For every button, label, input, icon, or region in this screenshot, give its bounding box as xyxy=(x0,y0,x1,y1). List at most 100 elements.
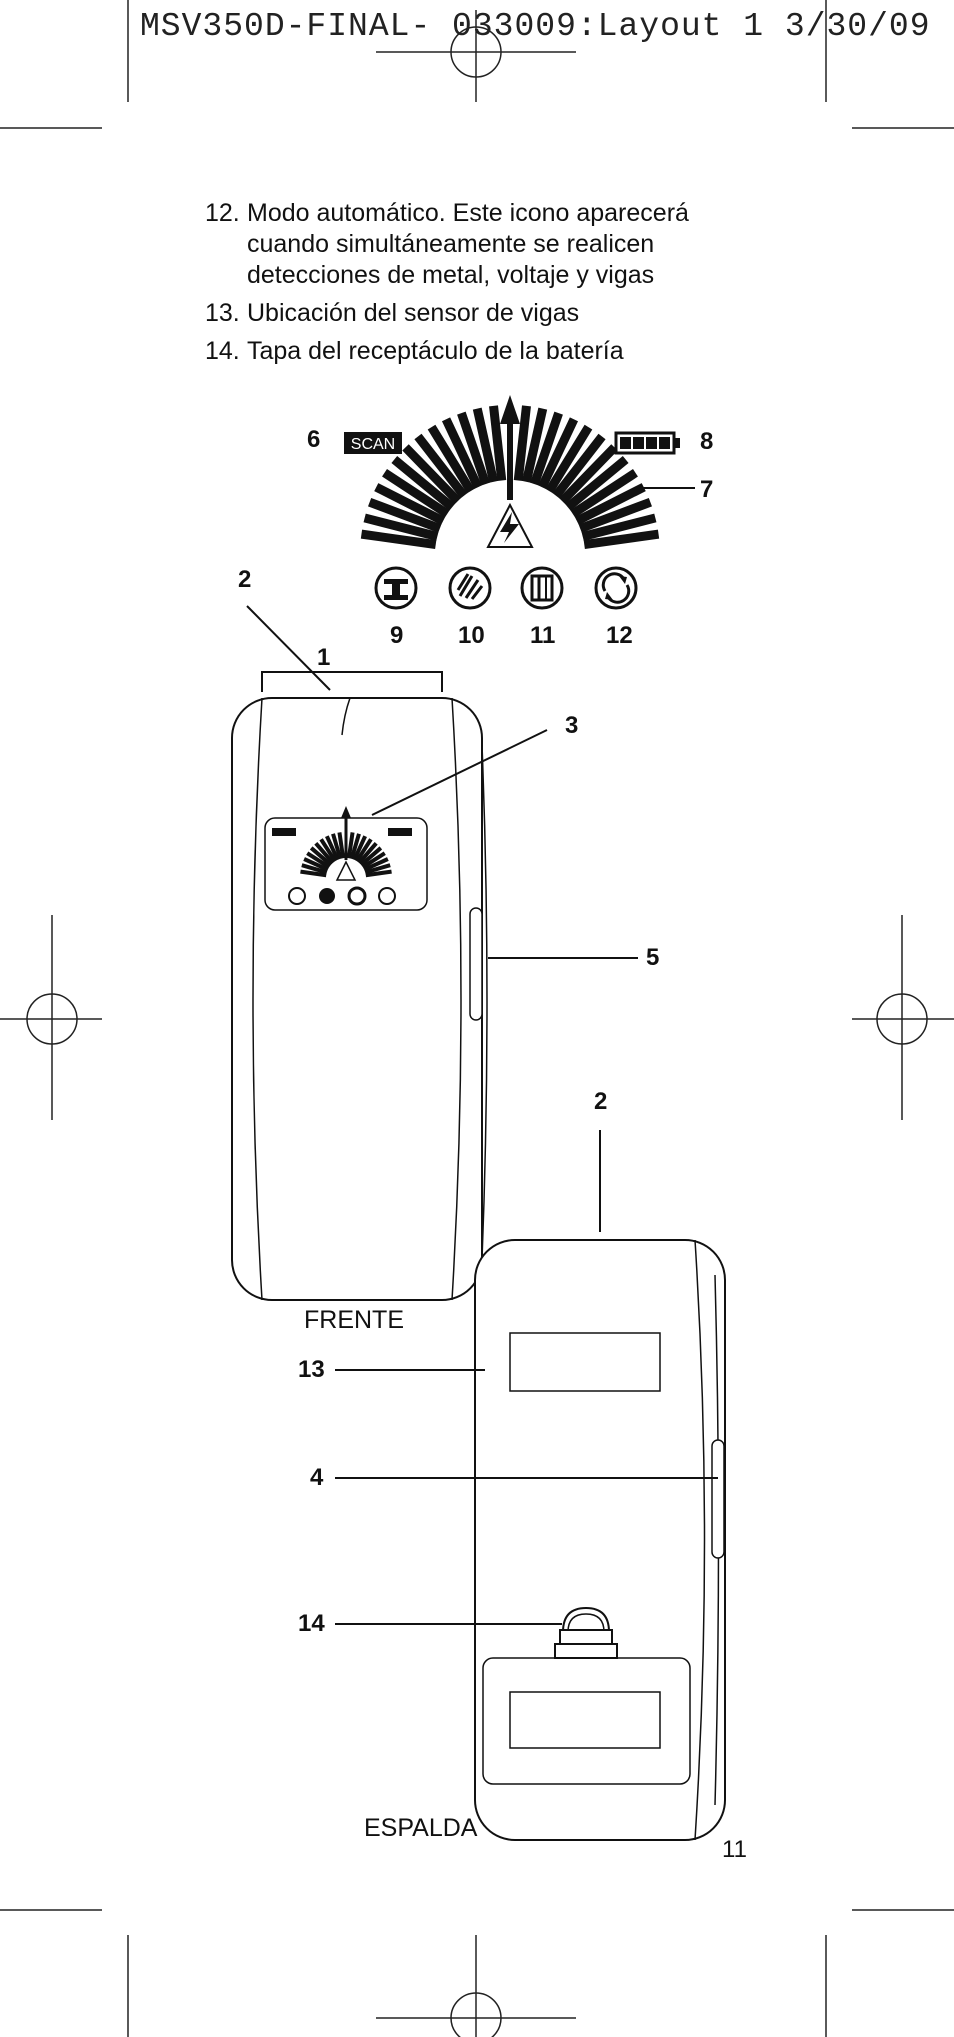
arc-segment xyxy=(578,497,652,533)
arc-segment xyxy=(361,851,386,869)
arc-segment xyxy=(537,417,579,490)
arc-segment xyxy=(570,469,638,518)
arc-segment xyxy=(441,417,483,490)
deep-scan-mode-icon xyxy=(520,566,564,610)
front-body-outline xyxy=(231,697,483,1301)
legend-item-12: 12. Modo automático. Este icono aparecer… xyxy=(205,198,725,291)
callout-line-3 xyxy=(371,729,548,816)
legend-item-14: 14. Tapa del receptáculo de la batería xyxy=(205,336,725,367)
arc-segment xyxy=(325,835,340,861)
arc-segment xyxy=(391,456,456,511)
arc-segment xyxy=(346,832,355,859)
legend-item-text: Tapa del receptáculo de la batería xyxy=(247,337,624,365)
arc-segment xyxy=(331,833,343,860)
callout-5: 5 xyxy=(646,944,660,971)
legend-item-13: 13. Ubicación del sensor de vigas xyxy=(205,298,725,329)
arc-segment xyxy=(355,838,373,863)
arc-segment xyxy=(427,424,475,494)
callout-4: 4 xyxy=(310,1464,324,1491)
stud-mode-icon xyxy=(374,566,418,610)
arc-segment xyxy=(303,857,329,872)
callout-13: 13 xyxy=(298,1356,325,1383)
callout-14: 14 xyxy=(298,1610,325,1637)
arc-segment xyxy=(552,433,606,499)
scan-indicator-box xyxy=(344,432,402,454)
front-side-button xyxy=(469,907,483,1021)
metal-mode-icon xyxy=(448,566,492,610)
arc-segment xyxy=(363,513,439,541)
front-caption: FRENTE xyxy=(304,1306,404,1334)
callout-11: 11 xyxy=(530,622,556,649)
callout-10: 10 xyxy=(458,622,485,649)
device-back-view xyxy=(335,1130,726,1841)
callout-8: 8 xyxy=(700,428,714,455)
arc-segment xyxy=(530,411,563,486)
arc-segment xyxy=(382,469,450,518)
arc-segment xyxy=(357,841,378,865)
arc-segment xyxy=(513,405,531,481)
callout-1: 1 xyxy=(317,644,331,671)
battery-cover-latch xyxy=(554,1606,618,1659)
arc-segment xyxy=(489,405,507,481)
arc-segment xyxy=(564,456,629,511)
back-caption: ESPALDA xyxy=(364,1814,478,1842)
callout-12: 12 xyxy=(606,622,633,649)
registration-mark-left xyxy=(0,915,102,1120)
legend-item-number: 12. xyxy=(205,199,240,227)
voltage-warning-icon xyxy=(486,502,534,548)
arc-segment xyxy=(309,846,333,867)
signal-arrow-head xyxy=(500,395,520,424)
arc-segment xyxy=(402,444,461,505)
callout-3: 3 xyxy=(565,712,579,739)
signal-strength-arc xyxy=(360,405,660,550)
back-side-button xyxy=(711,1439,725,1559)
arc-segment xyxy=(472,407,499,483)
arc-segment xyxy=(545,424,593,494)
callout-6: 6 xyxy=(307,426,321,453)
registration-mark-right xyxy=(852,915,954,1120)
arc-segment xyxy=(306,851,331,869)
legend-item-number: 14. xyxy=(205,337,240,365)
page-number: 11 xyxy=(722,1836,747,1863)
legend-item-text: Modo automático. Este icono aparecerá cu… xyxy=(247,199,689,289)
arc-segment xyxy=(559,444,618,505)
callout-9: 9 xyxy=(390,622,404,649)
battery-icon xyxy=(614,431,680,455)
legend-list: 12. Modo automático. Este icono aparecer… xyxy=(205,198,725,374)
arc-segment xyxy=(363,857,389,872)
arc-segment xyxy=(352,835,367,861)
callout-7: 7 xyxy=(700,476,714,503)
front-signal-arc xyxy=(300,832,392,878)
callout-bracket-1 xyxy=(261,671,443,692)
arc-segment xyxy=(360,529,437,550)
arc-segment xyxy=(359,846,383,867)
stud-sensor-window xyxy=(509,1332,661,1392)
arc-segment xyxy=(314,841,335,865)
scan-indicator-text: SCAN xyxy=(351,436,395,453)
legend-item-number: 13. xyxy=(205,299,240,327)
arc-segment xyxy=(414,433,468,499)
device-front-view xyxy=(231,605,638,1301)
arc-segment xyxy=(374,483,446,526)
arc-segment xyxy=(349,833,361,860)
arc-segment xyxy=(300,869,327,878)
arc-segment xyxy=(583,529,660,550)
arc-segment xyxy=(365,869,392,878)
callout-line-2-front xyxy=(246,605,331,691)
print-slug-header: MSV350D-FINAL- 033009:Layout 1 3/30/09 xyxy=(140,8,931,45)
callout-2-back: 2 xyxy=(594,1088,608,1115)
arc-segment xyxy=(337,832,346,859)
legend-item-text: Ubicación del sensor de vigas xyxy=(247,299,580,327)
arc-segment xyxy=(368,497,442,533)
arc-segment xyxy=(581,513,657,541)
arc-segment xyxy=(319,838,337,863)
arc-segment xyxy=(521,407,548,483)
auto-mode-icon xyxy=(594,566,638,610)
display-diagram: SCAN xyxy=(344,395,695,610)
registration-mark-top xyxy=(376,10,576,102)
registration-mark-bottom xyxy=(376,1935,576,2037)
arc-segment xyxy=(457,411,490,486)
arc-segment xyxy=(574,483,646,526)
